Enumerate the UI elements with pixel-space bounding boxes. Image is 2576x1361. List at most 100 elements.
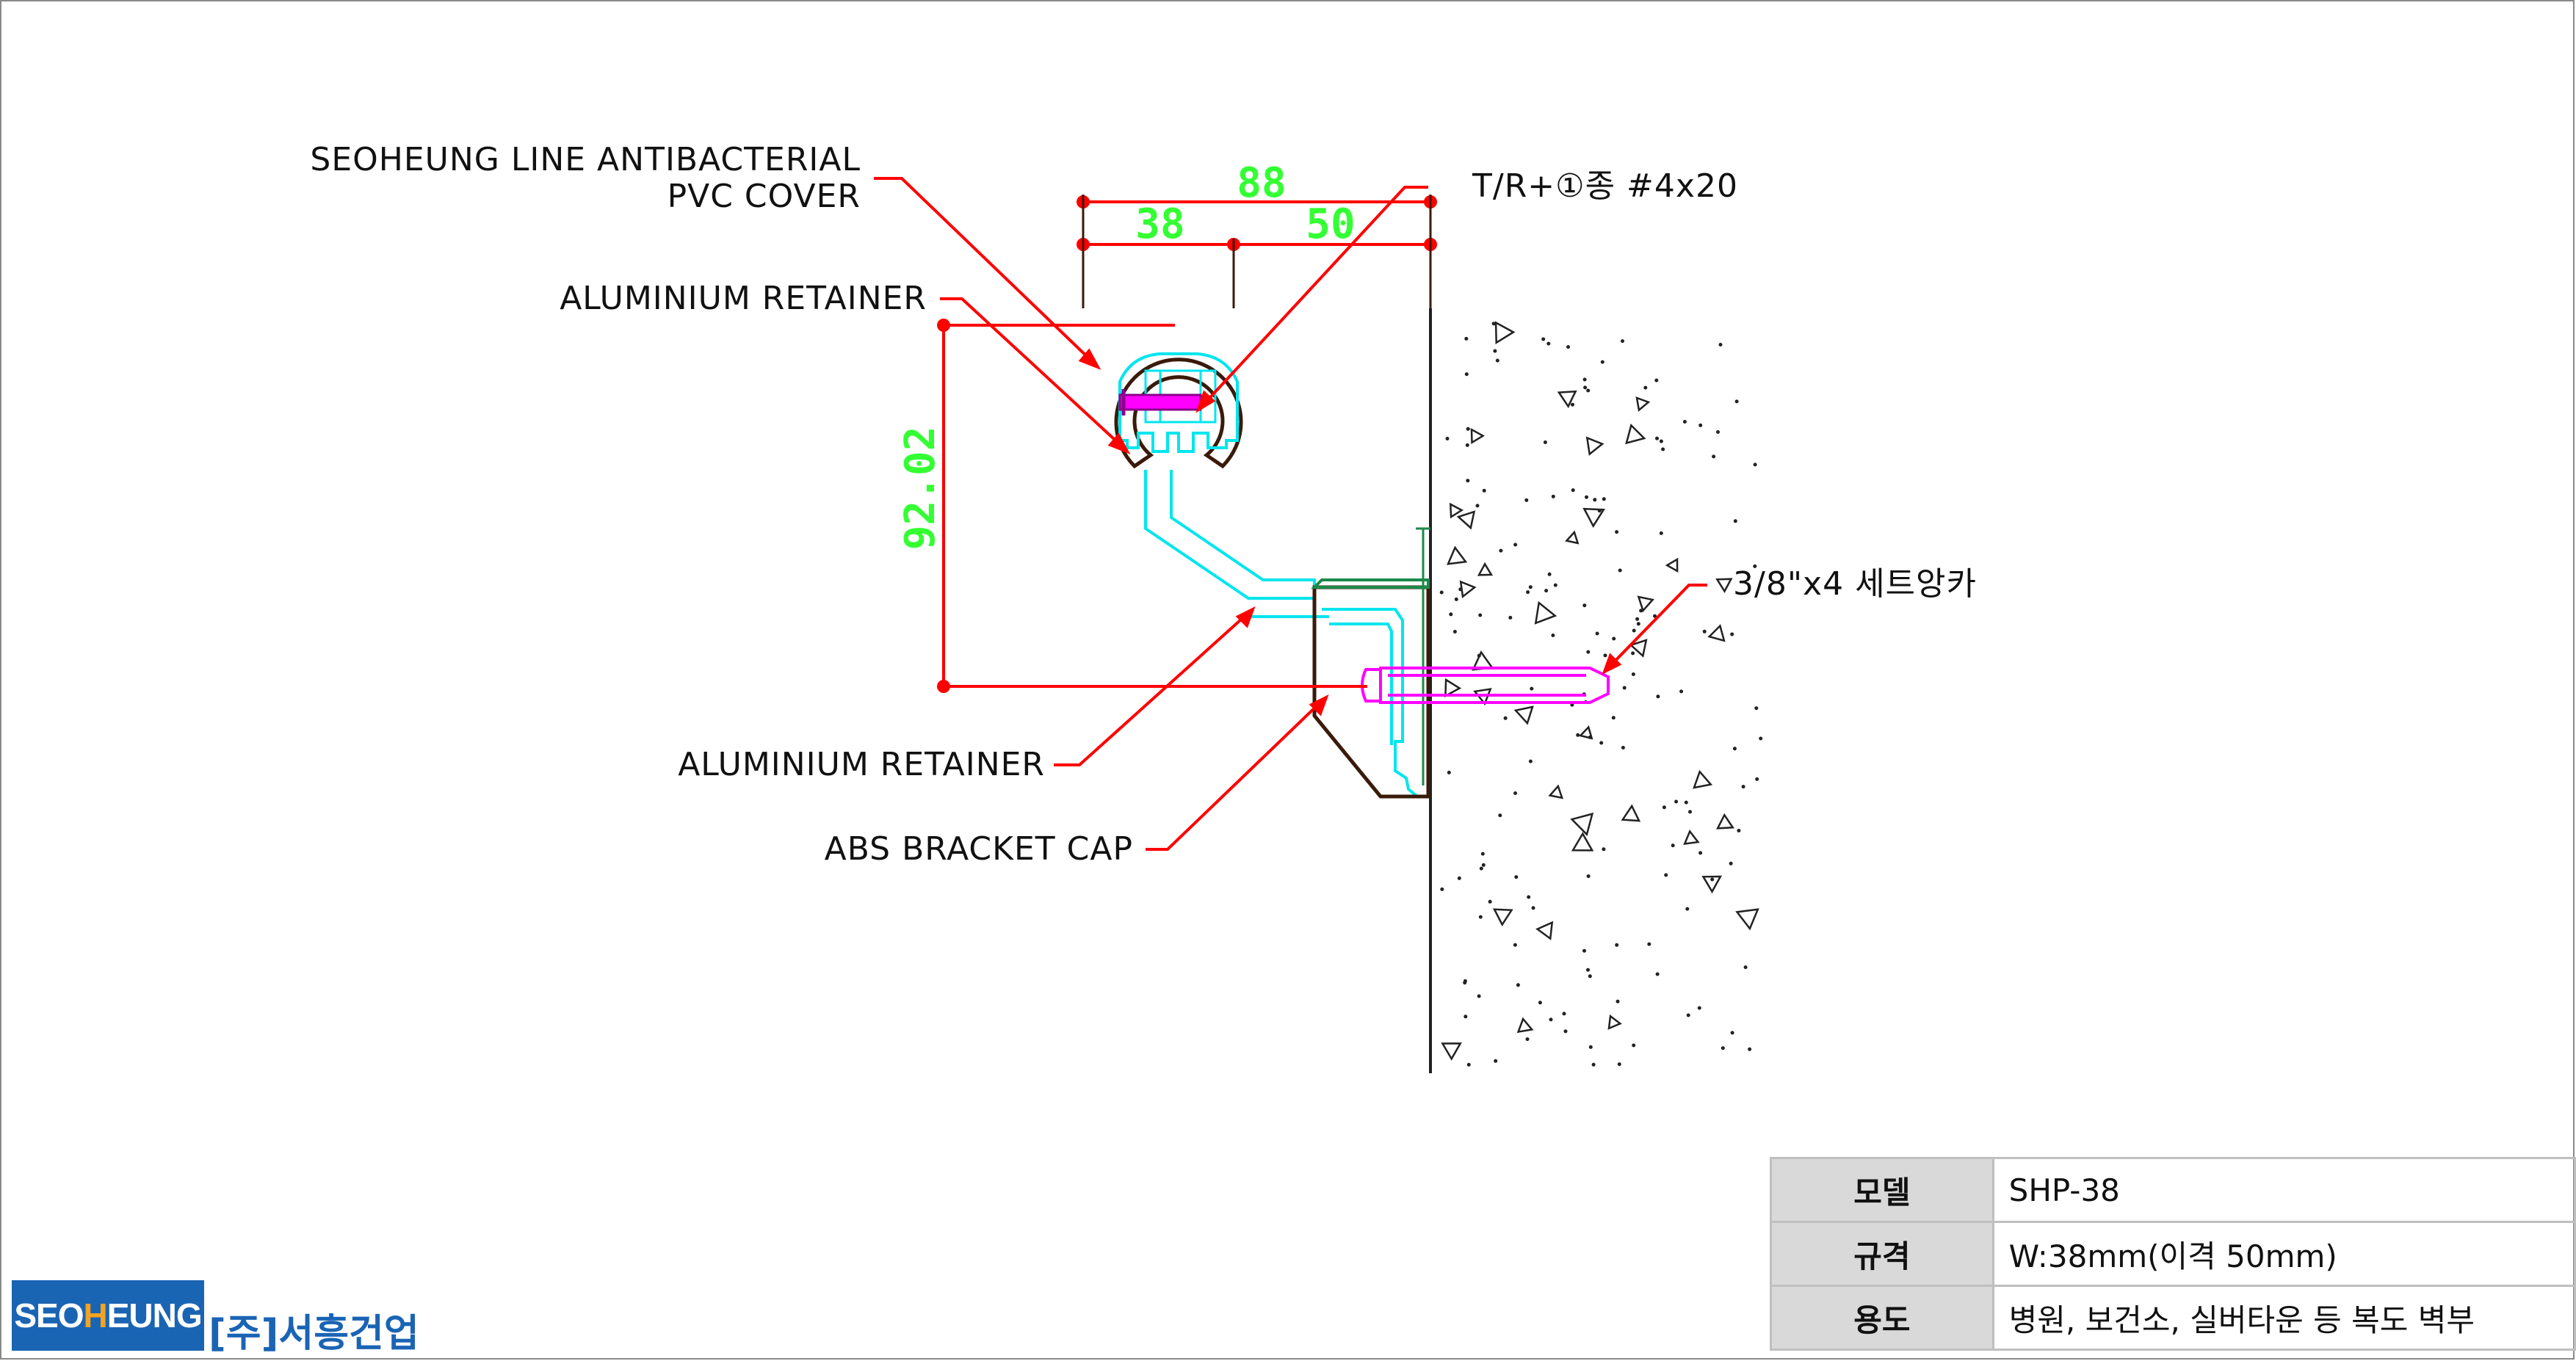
- hatch-dot: [1447, 770, 1451, 774]
- hatch-dot: [1593, 498, 1597, 502]
- hatch-dot: [1653, 614, 1657, 618]
- hatch-dot: [1741, 785, 1745, 789]
- hatch-dot: [1661, 447, 1665, 451]
- hatch-dot: [1710, 877, 1715, 882]
- hatch-dot: [1748, 1047, 1752, 1051]
- hatch-triangle: [1665, 557, 1679, 573]
- hatch-triangle: [1492, 908, 1513, 926]
- hatch-dot: [1679, 689, 1684, 694]
- hatch-dot: [1449, 612, 1453, 617]
- hatch-dot: [1754, 706, 1759, 711]
- hatch-dot: [1526, 590, 1530, 595]
- hatch-triangle: [1585, 436, 1604, 456]
- dim-handrail-width: 38: [1135, 200, 1184, 248]
- hatch-dot: [1732, 747, 1737, 751]
- hatch-dot: [1600, 360, 1604, 364]
- hatch-dot: [1583, 385, 1588, 390]
- hatch-dot: [1466, 479, 1470, 483]
- hatch-dot: [1654, 378, 1659, 382]
- hatch-dot: [1631, 651, 1635, 656]
- hatch-dot: [1688, 810, 1692, 814]
- hatch-dot: [1527, 895, 1531, 899]
- hatch-triangle: [1570, 812, 1594, 837]
- spec-key: 모델: [1770, 1157, 1994, 1223]
- hatch-dot: [1602, 497, 1606, 501]
- spec-value: W:38mm(이격 50mm): [1991, 1221, 2576, 1287]
- hatch-dot: [1466, 1062, 1471, 1067]
- hatch-dot: [1547, 572, 1552, 576]
- hatch-dot: [1595, 631, 1599, 636]
- spec-value: 병원, 보건소, 실버타운 등 복도 벽부: [1991, 1285, 2576, 1351]
- hatch-dot: [1477, 994, 1481, 998]
- hatch-triangle: [1637, 595, 1654, 613]
- label-bracket-cap: ABS BRACKET CAP: [825, 830, 1133, 868]
- hatch-triangle: [1716, 813, 1734, 830]
- hatch-triangle: [1571, 832, 1594, 852]
- hatch-dot: [1463, 981, 1467, 985]
- hatch-dot: [1635, 617, 1640, 621]
- hatch-triangle: [1707, 624, 1726, 642]
- hatch-dot: [1475, 504, 1480, 508]
- hatch-triangle: [1534, 600, 1557, 625]
- hatch-dot: [1563, 1029, 1568, 1034]
- hatch-dot: [1586, 650, 1591, 654]
- hatch-triangle: [1459, 580, 1477, 599]
- hatch-dot: [1525, 1037, 1530, 1042]
- hatch-dot: [1466, 427, 1470, 431]
- hatch-dot: [1612, 636, 1616, 641]
- hatch-dot: [1571, 402, 1574, 407]
- hatch-dot: [1479, 866, 1483, 871]
- dim-total-width: 88: [1237, 159, 1286, 207]
- hatch-dot: [1464, 336, 1469, 341]
- hatch-dot: [1759, 736, 1763, 741]
- hatch-dot: [1582, 948, 1586, 953]
- dimension-lines: [937, 195, 1437, 693]
- hatch-dot: [1586, 968, 1590, 972]
- hatch-dot: [1514, 875, 1519, 879]
- hatch-dot: [1482, 488, 1486, 493]
- concrete-hatch: [1439, 321, 1763, 1067]
- hatch-dot: [1659, 439, 1663, 443]
- label-anchor: 3/8"x4 세트앙카: [1733, 565, 1977, 603]
- hatch-triangle: [1470, 427, 1485, 444]
- hatch-triangle: [1513, 705, 1534, 725]
- logo-text-post: EUNG: [106, 1296, 203, 1335]
- hatch-triangle: [1441, 1042, 1462, 1061]
- hatch-dot: [1737, 829, 1741, 832]
- set-anchor: [1361, 667, 1610, 704]
- hatch-dot: [1729, 861, 1733, 865]
- hatch-dot: [1576, 733, 1580, 737]
- hatch-dot: [1457, 876, 1461, 880]
- hatch-dot: [1516, 983, 1520, 987]
- hatch-dot: [1753, 462, 1757, 467]
- hatch-dot: [1733, 519, 1737, 523]
- hatch-dot: [1464, 372, 1469, 377]
- hatch-dot: [1524, 498, 1529, 502]
- logo-text-highlight: H: [83, 1296, 108, 1335]
- hatch-dot: [1599, 741, 1604, 745]
- hatch-triangle: [1735, 908, 1759, 931]
- hatch-dot: [1671, 843, 1675, 848]
- hatch-dot: [1528, 759, 1533, 763]
- hatch-dot: [1465, 443, 1469, 447]
- hatch-dot: [1480, 852, 1485, 856]
- hatch-dot: [1481, 863, 1486, 867]
- hatch-dot: [1528, 585, 1533, 589]
- spec-row-size: 규격 W:38mm(이격 50mm): [1770, 1221, 2576, 1287]
- hatch-dot: [1655, 972, 1660, 976]
- hatch-dot: [1643, 385, 1648, 390]
- hatch-dot: [1588, 1045, 1593, 1049]
- hatch-dot: [1621, 746, 1625, 750]
- hatch-dot: [1499, 548, 1503, 553]
- spec-row-usage: 용도 병원, 보건소, 실버타운 등 복도 벽부: [1770, 1285, 2576, 1351]
- spec-value: SHP-38: [1991, 1157, 2576, 1223]
- hatch-dot: [1730, 1031, 1734, 1035]
- hatch-dot: [1582, 377, 1587, 382]
- hatch-dot: [1743, 965, 1748, 970]
- hatch-triangle: [1557, 390, 1577, 409]
- hatch-dot: [1551, 634, 1555, 637]
- hatch-dot: [1439, 590, 1444, 595]
- hatch-triangle: [1548, 784, 1564, 799]
